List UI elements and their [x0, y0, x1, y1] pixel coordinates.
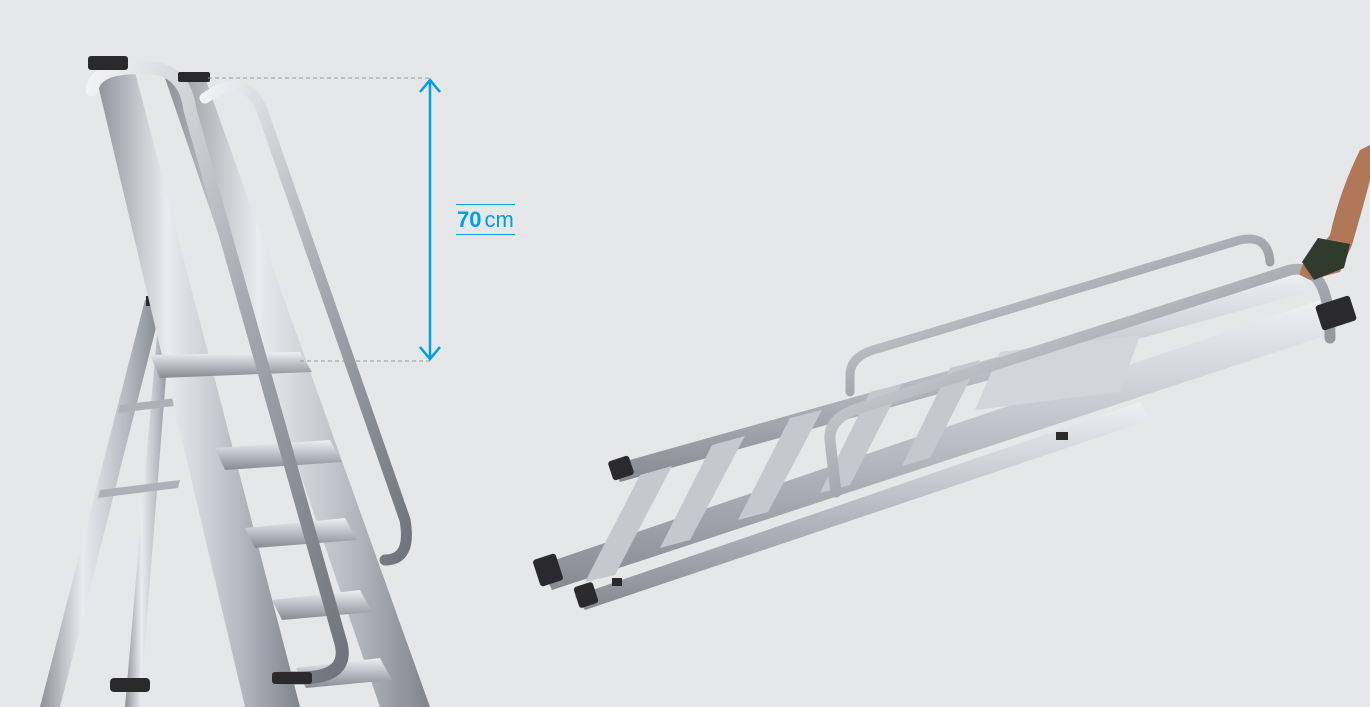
- arrow-up-icon: [419, 78, 441, 93]
- carrying-hand: [1300, 145, 1370, 280]
- dimension-indicator: [208, 77, 441, 362]
- standing-platform-ladder: [40, 56, 430, 707]
- dimension-unit: cm: [484, 207, 514, 232]
- dimension-value: 70: [457, 207, 482, 232]
- folded-ladder-carried: [533, 145, 1370, 610]
- arrow-down-icon: [419, 346, 441, 361]
